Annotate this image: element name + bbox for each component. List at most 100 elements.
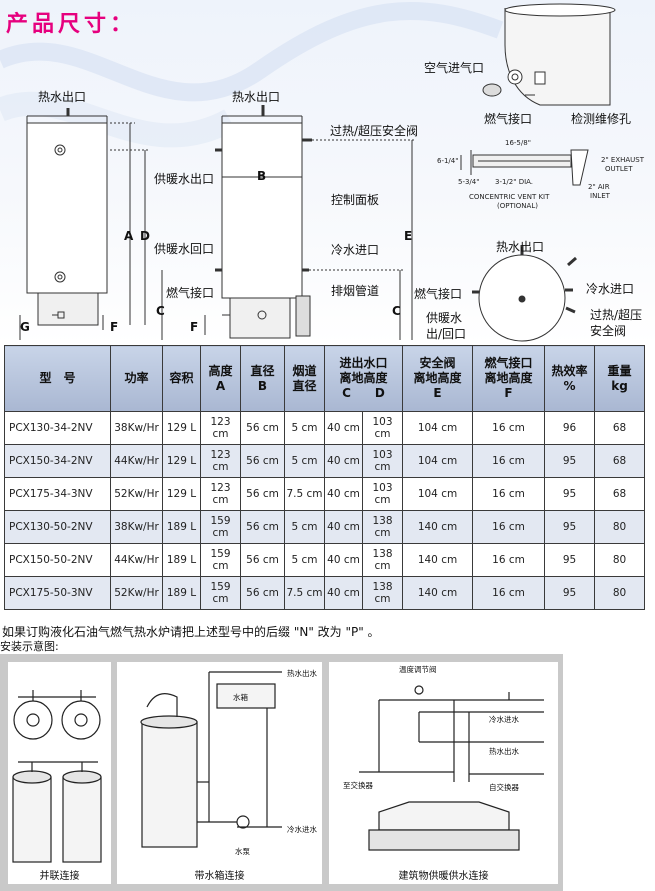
right-dim-label-F: F: [190, 320, 199, 334]
dim-label-E: E: [404, 229, 413, 243]
parallel-connection-panel: 并联连接: [8, 662, 111, 884]
page-heading: 产品尺寸：: [6, 12, 137, 37]
table-cell: 56 cm: [240, 543, 285, 577]
table-cell: 123 cm: [200, 411, 241, 445]
model-cell: PCX150-50-2NV: [4, 543, 111, 577]
table-cell: 129 L: [162, 477, 201, 511]
table-cell: 103 cm: [361, 477, 404, 511]
model-cell: PCX175-50-3NV: [4, 576, 111, 610]
table-cell: 159 cm: [200, 576, 241, 610]
table-cell: 52Kw/Hr: [110, 477, 163, 511]
table-header-cell: 热效率%: [544, 345, 596, 412]
table-cell: 16 cm: [472, 477, 546, 511]
vent-dim-left: 6-1/4": [437, 157, 459, 165]
model-cell: PCX150-34-2NV: [4, 444, 111, 478]
table-header-cell: 功率: [110, 345, 163, 412]
tank-connection-caption: 带水箱连接: [194, 871, 245, 882]
tank-connection-drawing: [140, 671, 282, 848]
top-heating-water-label-1: 供暖水: [426, 311, 463, 325]
top-valve-label-2: 安全阀: [590, 324, 627, 338]
table-cell: 95: [544, 576, 596, 610]
cold-water-in-label: 冷水进口: [331, 243, 380, 257]
parallel-connection-drawing: [12, 690, 102, 863]
dim-label-D: D: [140, 229, 150, 243]
exhaust-pipe-label: 排烟管道: [331, 284, 380, 298]
table-cell: 40 cm: [324, 444, 363, 478]
table-cell: 103 cm: [361, 411, 404, 445]
table-cell: 80: [594, 510, 646, 544]
table-cell: 189 L: [162, 576, 201, 610]
building-cold-water-in-label: 冷水进水: [489, 715, 519, 724]
vent-dim-top: 16-5/8": [505, 139, 531, 147]
gas-inlet-label: 燃气接口: [166, 286, 215, 300]
table-cell: 38Kw/Hr: [110, 510, 163, 544]
table-cell: 140 cm: [402, 543, 474, 577]
table-cell: 104 cm: [402, 411, 474, 445]
top-cold-water-in-label: 冷水进口: [586, 282, 635, 296]
table-cell: 16 cm: [472, 510, 546, 544]
vent-kit-optional: (OPTIONAL): [497, 202, 538, 210]
table-cell: 95: [544, 510, 596, 544]
table-cell: 189 L: [162, 543, 201, 577]
building-heating-drawing: [359, 685, 544, 851]
right-dim-label-C: C: [392, 304, 401, 318]
table-header-cell: 容积: [162, 345, 201, 412]
table-cell: 40 cm: [324, 576, 363, 610]
install-diagram-panel: 并联连接 热水出水 水箱 冷水进水 水泵 带水箱连接: [0, 654, 563, 891]
table-cell: 68: [594, 444, 646, 478]
table-cell: 5 cm: [284, 543, 325, 577]
water-tank-label: 水箱: [233, 693, 248, 702]
top-heating-water-label-2: 出/回口: [426, 327, 467, 341]
table-cell: 68: [594, 411, 646, 445]
table-cell: 7.5 cm: [284, 477, 325, 511]
left-dim-label-F: F: [110, 320, 119, 334]
table-cell: 38Kw/Hr: [110, 411, 163, 445]
dim-label-A: A: [124, 229, 134, 243]
table-cell: 7.5 cm: [284, 576, 325, 610]
tank-connection-panel: 热水出水 水箱 冷水进水 水泵 带水箱连接: [117, 662, 322, 884]
table-cell: 40 cm: [324, 510, 363, 544]
top-valve-label-1: 过热/超压: [590, 308, 643, 322]
tank-hot-water-out-label: 热水出水: [287, 669, 317, 678]
table-cell: 16 cm: [472, 543, 546, 577]
vent-outlet-label: OUTLET: [605, 165, 633, 173]
vent-inlet-label: INLET: [590, 192, 610, 200]
diagram-drawing: [19, 3, 616, 342]
top-gas-port-label: 燃气接口: [414, 287, 463, 301]
top-hot-water-out-label: 热水出口: [496, 240, 545, 254]
table-cell: 56 cm: [240, 411, 285, 445]
right-hot-water-out-label: 热水出口: [232, 90, 281, 104]
table-cell: 129 L: [162, 411, 201, 445]
table-cell: 104 cm: [402, 444, 474, 478]
vent-dim-bottom-left: 5-3/4": [458, 178, 480, 186]
air-inlet-port-label: 空气进气口: [424, 61, 485, 75]
table-cell: 104 cm: [402, 477, 474, 511]
table-cell: 56 cm: [240, 477, 285, 511]
install-title: 安装示意图:: [0, 640, 59, 653]
table-cell: 5 cm: [284, 411, 325, 445]
table-cell: 56 cm: [240, 444, 285, 478]
table-cell: 44Kw/Hr: [110, 543, 163, 577]
dim-label-G: G: [20, 320, 30, 334]
table-cell: 80: [594, 543, 646, 577]
building-hot-water-out-label: 热水出水: [489, 747, 519, 756]
vent-air-label: 2" AIR: [588, 183, 610, 191]
model-cell: PCX130-34-2NV: [4, 411, 111, 445]
left-hot-water-out-label: 热水出口: [38, 90, 87, 104]
table-cell: 95: [544, 444, 596, 478]
table-cell: 16 cm: [472, 411, 546, 445]
table-cell: 40 cm: [324, 411, 363, 445]
tank-cold-water-in-label: 冷水进水: [287, 825, 317, 834]
table-cell: 140 cm: [402, 576, 474, 610]
table-cell: 103 cm: [361, 444, 404, 478]
temp-valve-label: 温度调节阀: [399, 665, 437, 674]
dim-label-B: B: [257, 169, 267, 183]
